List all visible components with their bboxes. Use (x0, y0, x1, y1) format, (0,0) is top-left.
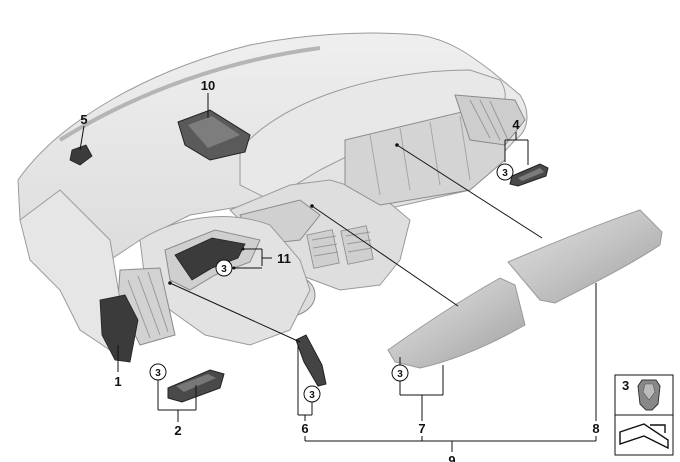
dashboard-assembly (17, 32, 528, 351)
clip-ref-7: 3 (391, 364, 409, 382)
callout-11: 11 (277, 251, 291, 266)
part-7-trim-panel (387, 277, 526, 369)
callout-4: 4 (512, 117, 520, 132)
callout-9: 9 (448, 453, 455, 462)
clip-ref-2-label: 3 (155, 368, 161, 379)
leader-dots (168, 143, 399, 285)
callout-10: 10 (201, 78, 215, 93)
callout-2: 2 (174, 423, 181, 438)
callout-1: 1 (114, 374, 121, 389)
part-4-trim (509, 163, 549, 187)
callout-6: 6 (301, 421, 308, 436)
clip-icon (637, 379, 661, 411)
callout-5: 5 (80, 112, 87, 127)
center-vents (306, 225, 374, 269)
part-6-strip (295, 334, 327, 387)
leader-lines (79, 93, 597, 452)
part-10-display-cover (177, 109, 251, 161)
part-8-trim-panel (507, 209, 663, 304)
callout-8: 8 (592, 421, 599, 436)
legend-box: 3 (614, 374, 674, 456)
legend-clip-label: 3 (622, 378, 629, 393)
clip-ref-2: 3 (149, 363, 167, 381)
part-1-end-cap (99, 294, 139, 363)
clip-ref-4-label: 3 (502, 168, 508, 179)
callout-7: 7 (418, 421, 425, 436)
clip-ref-11: 3 (215, 259, 233, 277)
clip-ref-6-label: 3 (309, 390, 315, 401)
driver-trim-dark (174, 237, 246, 281)
shape-key-icon (619, 423, 669, 450)
clip-ref-11-label: 3 (221, 264, 227, 275)
part-5-sensor (69, 144, 93, 166)
passenger-opening-ribs (369, 115, 471, 196)
clip-ref-4: 3 (496, 163, 514, 181)
defroster-strip (58, 46, 321, 142)
clip-ref-6: 3 (303, 385, 321, 403)
clip-ref-7-label: 3 (397, 369, 403, 380)
